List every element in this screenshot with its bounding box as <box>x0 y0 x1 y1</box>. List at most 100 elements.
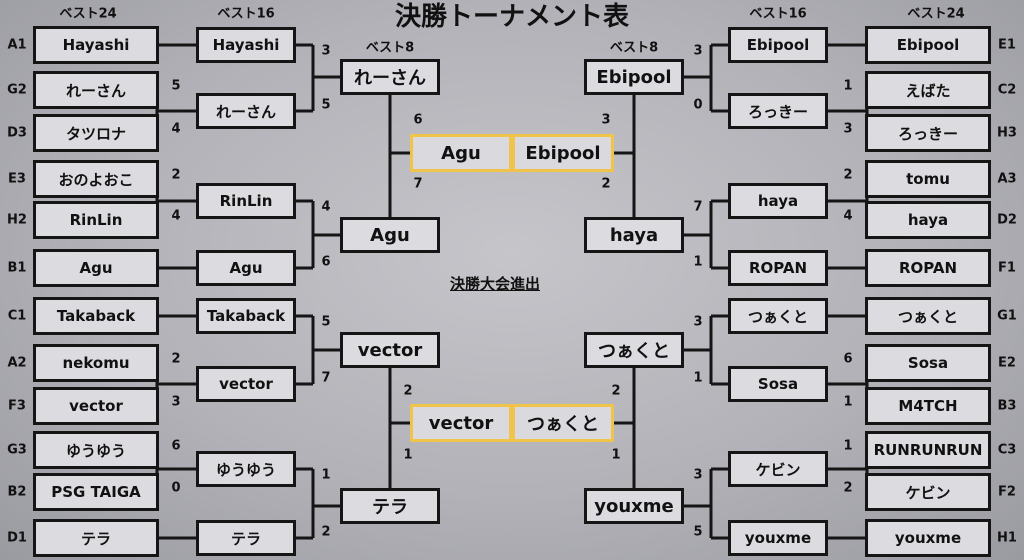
seed-label: E2 <box>998 355 1016 371</box>
score-label: 6 <box>843 351 853 367</box>
seed-label: F2 <box>998 484 1016 500</box>
left-finalist: vector <box>410 404 512 442</box>
right-r16-player: つぁくと <box>728 298 828 334</box>
seed-label: E3 <box>8 171 26 187</box>
score-label: 2 <box>321 524 331 540</box>
page-title: 決勝トーナメント表 <box>394 2 629 32</box>
right-r24-player: tomu <box>865 160 991 198</box>
right-r24-player: M4TCH <box>865 387 991 425</box>
left-r24-player: れーさん <box>33 71 159 109</box>
score-label: 1 <box>843 78 853 94</box>
round-header-best24: ベスト24 <box>907 6 965 22</box>
score-label: 4 <box>171 208 181 224</box>
right-r24-player: ROPAN <box>865 249 991 287</box>
seed-label: E1 <box>998 37 1016 53</box>
score-label: 3 <box>693 43 703 59</box>
left-r24-player: PSG TAIGA <box>33 473 159 511</box>
right-r24-player: ケビン <box>865 473 991 511</box>
seed-label: D2 <box>997 212 1017 228</box>
right-r8-player: youxme <box>584 488 684 524</box>
left-r24-player: RinLin <box>33 201 159 239</box>
right-r16-player: ケビン <box>728 451 828 487</box>
right-r8-player: Ebipool <box>584 59 684 95</box>
round-header-best24: ベスト24 <box>59 6 117 22</box>
right-finalist: Ebipool <box>512 134 614 172</box>
right-r16-player: haya <box>728 183 828 219</box>
left-r16-player: Takaback <box>196 298 296 334</box>
score-label: 3 <box>601 112 611 128</box>
score-label: 1 <box>843 438 853 454</box>
right-r24-player: youxme <box>865 519 991 557</box>
score-label: 4 <box>171 121 181 137</box>
right-r8-player: haya <box>584 217 684 253</box>
right-finalist: つぁくと <box>512 404 614 442</box>
seed-label: B3 <box>997 398 1017 414</box>
left-r24-player: おのよおこ <box>33 160 159 198</box>
right-r16-player: ろっきー <box>728 93 828 129</box>
left-r24-player: vector <box>33 387 159 425</box>
score-label: 1 <box>843 394 853 410</box>
right-r24-player: ろっきー <box>865 114 991 152</box>
score-label: 5 <box>693 524 703 540</box>
seed-label: A3 <box>997 171 1017 187</box>
seed-label: A1 <box>7 37 27 53</box>
right-r16-player: Ebipool <box>728 27 828 63</box>
score-label: 3 <box>693 314 703 330</box>
score-label: 1 <box>693 254 703 270</box>
left-r24-player: ゆうゆう <box>33 431 159 469</box>
left-r16-player: vector <box>196 366 296 402</box>
seed-label: D1 <box>7 530 27 546</box>
right-r24-player: haya <box>865 201 991 239</box>
left-r24-player: Agu <box>33 249 159 287</box>
seed-label: H2 <box>7 212 27 228</box>
seed-label: B2 <box>7 484 27 500</box>
seed-label: C2 <box>997 82 1017 98</box>
score-label: 2 <box>171 351 181 367</box>
left-r8-player: テラ <box>340 488 440 524</box>
right-r24-player: えばた <box>865 71 991 109</box>
score-label: 2 <box>171 167 181 183</box>
left-r24-player: Takaback <box>33 297 159 335</box>
right-r8-player: つぁくと <box>584 332 684 368</box>
seed-label: F3 <box>8 398 26 414</box>
qualify-label: 決勝大会進出 <box>450 275 541 293</box>
score-label: 2 <box>403 383 413 399</box>
right-r24-player: つぁくと <box>865 297 991 335</box>
seed-label: H3 <box>997 125 1017 141</box>
score-label: 4 <box>321 199 331 215</box>
round-header-best16: ベスト16 <box>217 6 275 22</box>
left-r8-player: vector <box>340 332 440 368</box>
score-label: 1 <box>403 447 413 463</box>
score-label: 7 <box>321 370 331 386</box>
left-r24-player: タツロナ <box>33 114 159 152</box>
seed-label: A2 <box>7 355 27 371</box>
score-label: 2 <box>601 176 611 192</box>
left-r8-player: Agu <box>340 217 440 253</box>
score-label: 3 <box>321 43 331 59</box>
left-r16-player: テラ <box>196 520 296 556</box>
seed-label: C1 <box>7 308 27 324</box>
right-r16-player: ROPAN <box>728 250 828 286</box>
score-label: 7 <box>413 176 423 192</box>
score-label: 3 <box>843 121 853 137</box>
left-r8-player: れーさん <box>340 59 440 95</box>
score-label: 7 <box>693 199 703 215</box>
right-r24-player: Ebipool <box>865 26 991 64</box>
score-label: 0 <box>171 480 181 496</box>
left-r16-player: Agu <box>196 250 296 286</box>
seed-label: G1 <box>997 308 1017 324</box>
score-label: 3 <box>171 394 181 410</box>
round-header-best16: ベスト16 <box>749 6 807 22</box>
right-r16-player: Sosa <box>728 366 828 402</box>
score-label: 5 <box>321 314 331 330</box>
score-label: 5 <box>171 78 181 94</box>
seed-label: G3 <box>7 442 27 458</box>
seed-label: H1 <box>997 530 1017 546</box>
score-label: 5 <box>321 97 331 113</box>
seed-label: D3 <box>7 125 27 141</box>
score-label: 6 <box>413 112 423 128</box>
seed-label: C3 <box>997 442 1017 458</box>
round-header-best8: ベスト8 <box>365 40 415 56</box>
left-r16-player: れーさん <box>196 93 296 129</box>
